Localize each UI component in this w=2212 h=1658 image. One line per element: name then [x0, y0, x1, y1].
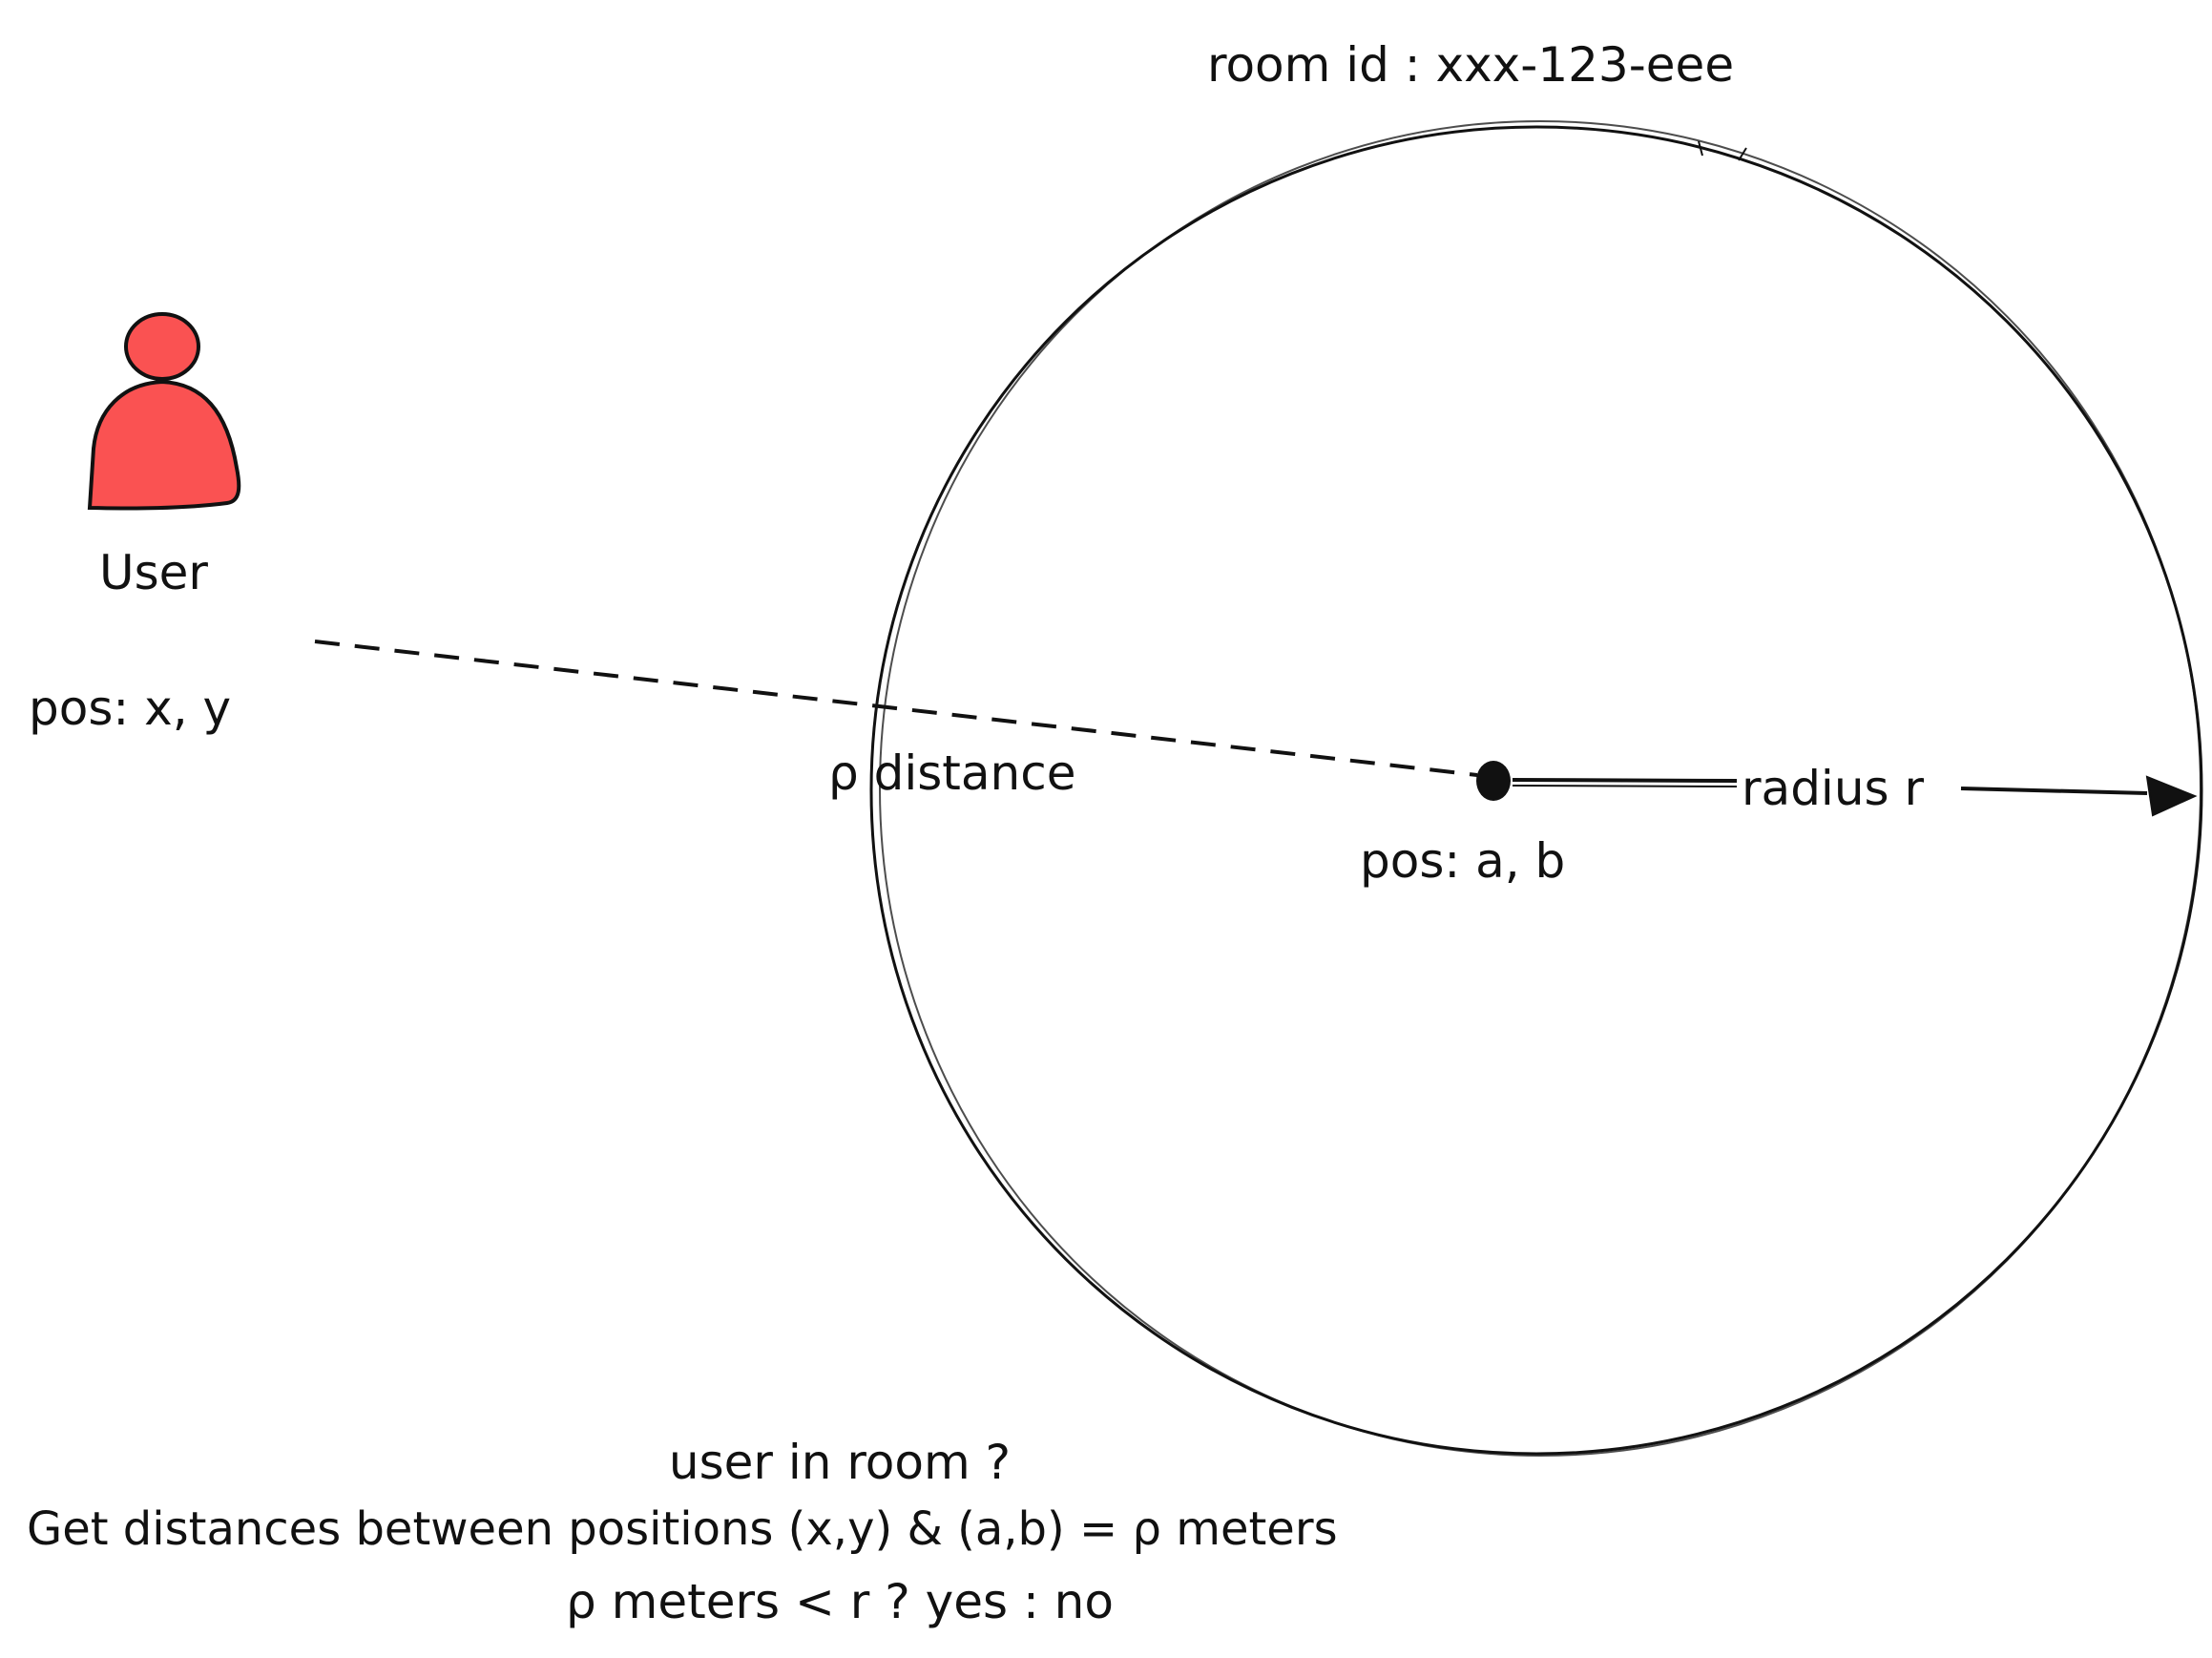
person-icon: [87, 312, 241, 511]
room-circle: [869, 120, 2203, 1457]
radius-label: radius r: [1742, 761, 1925, 816]
user-position-label: pos: x, y: [29, 681, 232, 736]
radius-arrow: [1512, 775, 2198, 817]
room-center-position-label: pos: a, b: [1360, 833, 1566, 889]
note-formula: Get distances between positions (x,y) & …: [27, 1502, 1338, 1556]
note-question: user in room ?: [668, 1435, 1012, 1490]
room-center-dot: [1476, 761, 1511, 801]
distance-dashed-line: [314, 640, 1478, 777]
room-id-label: room id : xxx-123-eee: [1207, 37, 1735, 93]
user-name-label: User: [99, 545, 208, 600]
distance-label: ρ distance: [828, 745, 1076, 801]
note-condition: ρ meters < r ? yes : no: [566, 1574, 1114, 1629]
